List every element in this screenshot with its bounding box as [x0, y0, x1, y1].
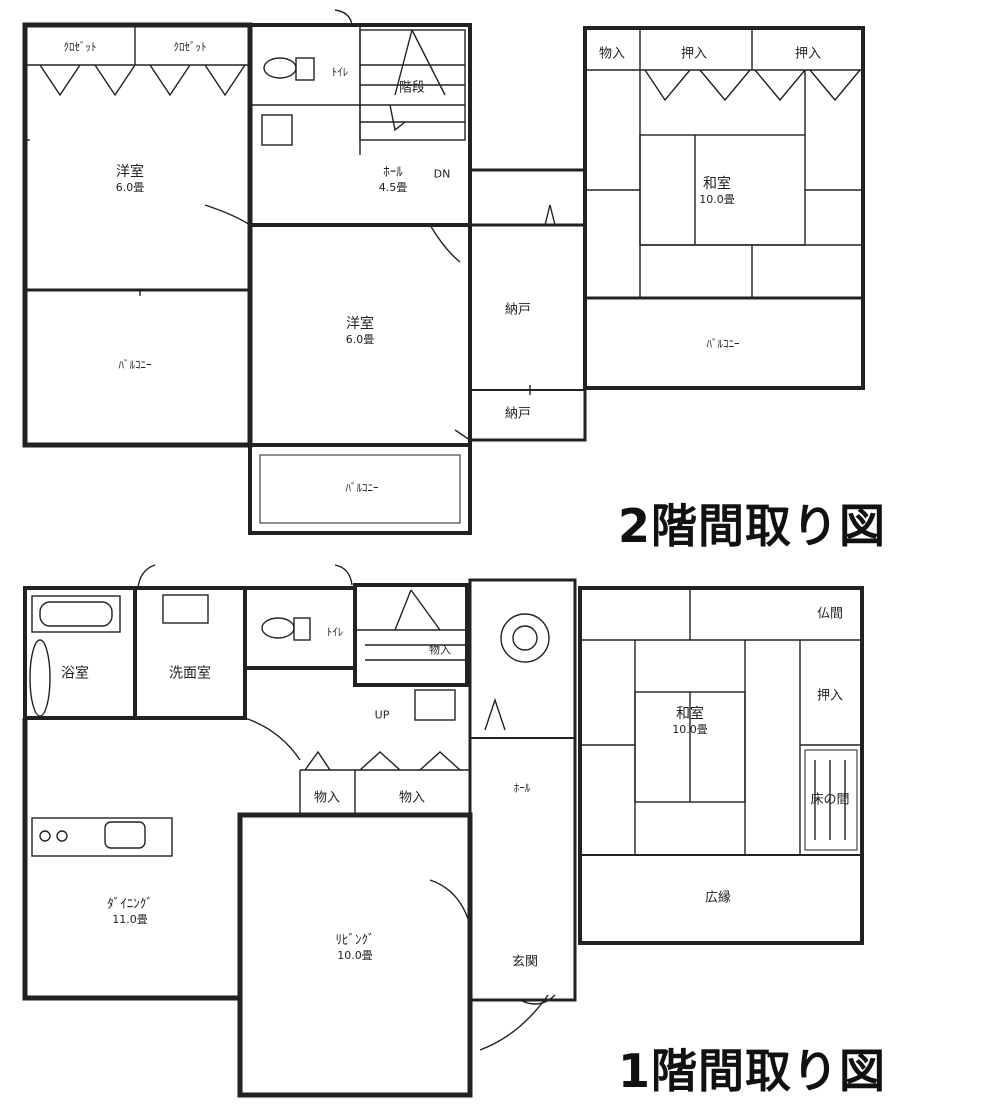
- hall-label: ﾎｰﾙ 4.5畳: [379, 165, 408, 195]
- floor1-title: 1階間取り図: [618, 1044, 887, 1098]
- balcony-label: ﾊﾞﾙｺﾆｰ: [118, 358, 152, 372]
- storage-label: 物入: [598, 46, 626, 62]
- nando-label: 納戸: [504, 406, 532, 422]
- down-label: DN: [433, 167, 451, 181]
- room-size: 4.5畳: [378, 181, 408, 194]
- balcony-label: ﾊﾞﾙｺﾆｰ: [706, 337, 740, 351]
- entrance-label: 玄関: [511, 954, 539, 970]
- room-size: 10.0畳: [337, 949, 373, 962]
- room-size: 11.0畳: [112, 913, 148, 926]
- room-size: 10.0畳: [699, 193, 735, 206]
- room-name: ﾘﾋﾞﾝｸﾞ: [335, 933, 375, 948]
- floor2-walls: [22, 9, 865, 535]
- closet-label: ｸﾛｾﾞｯﾄ: [173, 40, 207, 54]
- toilet-label: ﾄｲﾚ: [331, 65, 349, 79]
- room-name: 和室: [703, 176, 731, 192]
- up-label: UP: [374, 708, 390, 722]
- tokonoma-label: 床の間: [810, 792, 850, 808]
- room-name: 洋室: [116, 164, 144, 180]
- japanese-room-label: 和室 10.0畳: [672, 707, 708, 737]
- storage-label: 物入: [429, 643, 451, 657]
- toilet-label: ﾄｲﾚ: [326, 625, 344, 639]
- veranda-label: 広縁: [704, 890, 732, 906]
- oshiire-label: 押入: [816, 688, 844, 704]
- floor2-title: 2階間取り図: [618, 499, 887, 553]
- room-size: 10.0畳: [672, 723, 708, 736]
- room-name: ﾎｰﾙ: [383, 165, 403, 180]
- japanese-room-label: 和室 10.0畳: [699, 177, 735, 207]
- room-size: 6.0畳: [115, 181, 145, 194]
- oshiire-label: 押入: [794, 46, 822, 62]
- altar-room-label: 仏間: [816, 606, 844, 622]
- western-room-label: 洋室 6.0畳: [116, 165, 145, 195]
- room-name: 和室: [676, 706, 704, 722]
- storage-label: 物入: [313, 790, 341, 806]
- washroom-label: 洗面室: [169, 665, 211, 682]
- storage-label: 物入: [398, 790, 426, 806]
- dining-label: ﾀﾞｲﾆﾝｸﾞ 11.0畳: [107, 897, 153, 927]
- western-room-label: 洋室 6.0畳: [346, 317, 375, 347]
- nando-label: 納戸: [504, 302, 532, 318]
- oshiire-label: 押入: [680, 46, 708, 62]
- living-label: ﾘﾋﾞﾝｸﾞ 10.0畳: [336, 933, 375, 963]
- floor1-walls: [22, 564, 864, 1098]
- closet-label: ｸﾛｾﾞｯﾄ: [63, 40, 97, 54]
- room-name: ﾀﾞｲﾆﾝｸﾞ: [107, 897, 153, 912]
- hall-label: ﾎｰﾙ: [513, 781, 531, 795]
- balcony-label: ﾊﾞﾙｺﾆｰ: [345, 481, 379, 495]
- room-size: 6.0畳: [345, 333, 375, 346]
- stair-label: 階段: [398, 80, 426, 96]
- room-name: 洋室: [346, 316, 374, 332]
- bath-label: 浴室: [61, 665, 89, 682]
